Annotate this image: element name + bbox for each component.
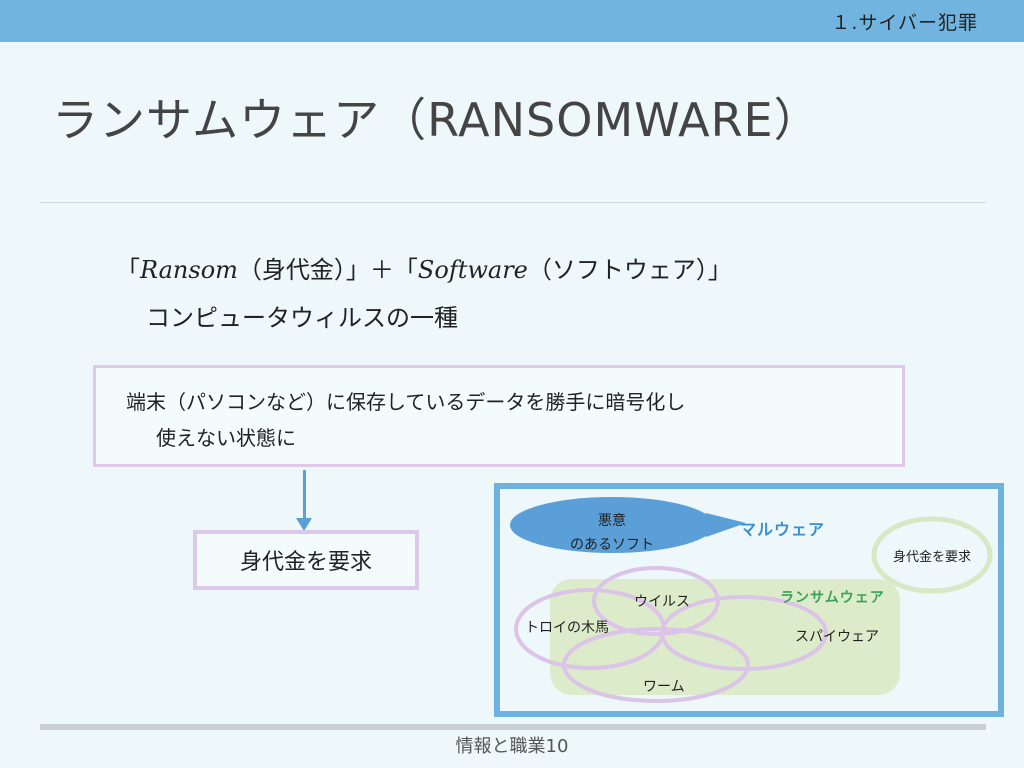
section-label: １.サイバー犯罪 [831,12,978,34]
spyware-label: スパイウェア [795,629,879,645]
subtitle: コンピュータウィルスの一種 [146,304,458,332]
title-divider [40,202,986,203]
footer-divider [40,724,986,730]
malware-label: マルウェア [740,520,826,539]
malicious-software-bubble [510,497,714,553]
worm-ellipse [562,627,750,703]
virus-ellipse [592,566,720,636]
spyware-ellipse [660,595,828,671]
ransomware-area [550,579,900,695]
ransom-demand-box: 身代金を要求 [193,530,419,590]
definition-ransom-jp: （身代金）」＋「 [237,256,418,284]
trojan-label: トロイの木馬 [525,620,609,636]
ransom-demand-circle [871,516,993,594]
bubble-tail [706,513,746,537]
worm-label: ワーム [643,679,685,695]
header-bar: １.サイバー犯罪 [0,0,1024,42]
ransomware-label: ランサムウェア [780,590,885,606]
definition-software-jp: （ソフトウェア）」 [527,256,732,284]
description-box: 端末（パソコンなど）に保存しているデータを勝手に暗号化し 使えない状態に [93,365,905,467]
page-title: ランサムウェア（RANSOMWARE） [52,93,821,147]
definition-ransom: Ransom [140,256,238,284]
footer-text: 情報と職業10 [455,736,569,757]
malware-frame-border [494,483,1004,717]
definition-line: 「Ransom（身代金）」＋「Software（ソフトウェア）」 [116,250,732,285]
virus-label: ウイルス [634,594,690,610]
bubble-text-2: のあるソフト [570,537,654,553]
down-arrow [303,470,306,520]
demand-circle-label: 身代金を要求 [893,550,972,565]
malware-diagram [494,483,1004,717]
bubble-text-1: 悪意 [598,513,626,529]
description-line-2: 使えない状態に [156,426,296,450]
definition-open: 「 [116,256,140,284]
description-line-1: 端末（パソコンなど）に保存しているデータを勝手に暗号化し [126,390,686,414]
definition-software: Software [417,256,528,284]
down-arrow-head [296,518,312,531]
